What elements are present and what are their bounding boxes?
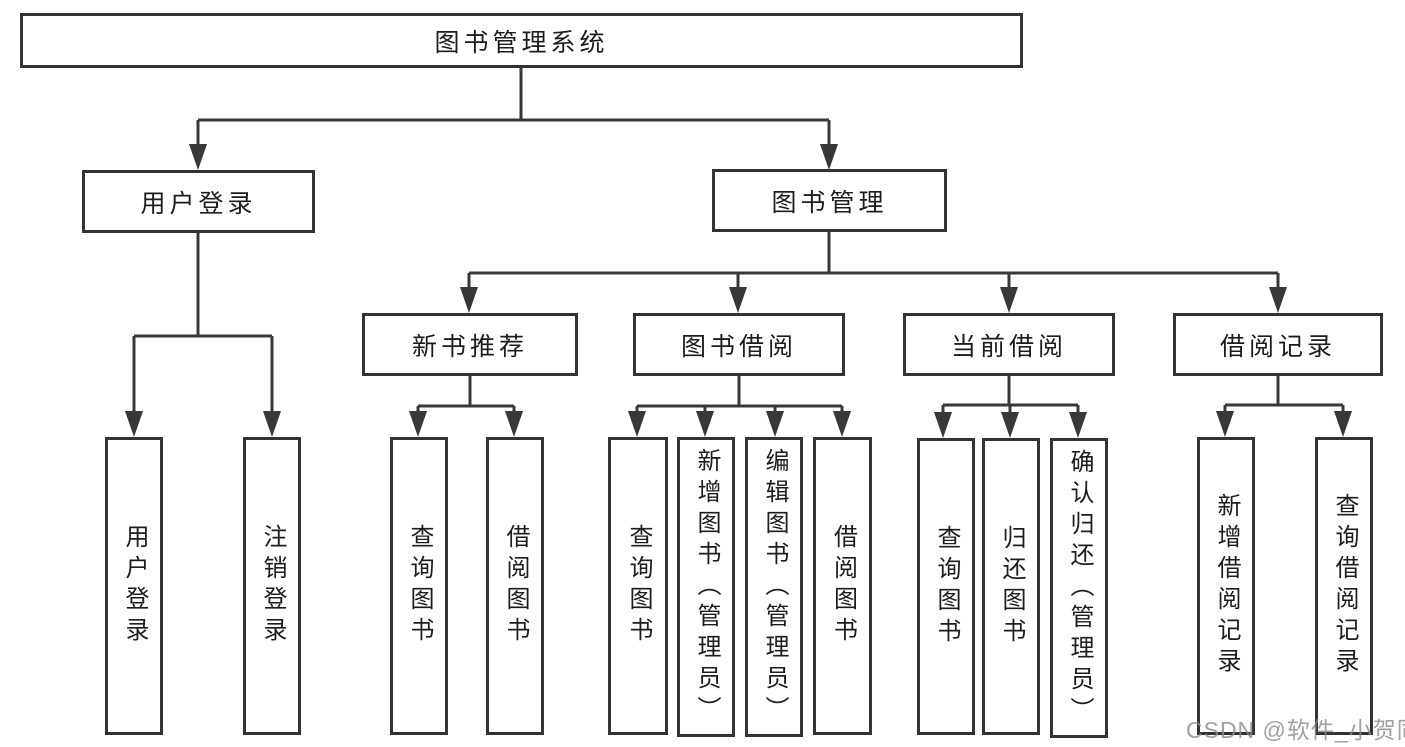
leaf-borrow-borrow-book-label: 借阅图书 (829, 524, 857, 648)
node-root-system: 图书管理系统 (20, 13, 1023, 68)
leaf-borrow-edit-book-admin-label: 编辑图书（管理员） (761, 447, 788, 727)
csdn-watermark: CSDN @软件_小贺同学 (1186, 717, 1405, 743)
arrowhead (1269, 287, 1287, 313)
arrowhead (1000, 287, 1018, 313)
leaf-current-return-book: 归还图书 (982, 438, 1040, 735)
arrowhead (766, 411, 784, 437)
leaf-borrow-query-book-label: 查询图书 (625, 524, 652, 648)
leaf-records-add-record-label: 新增借阅记录 (1213, 493, 1240, 679)
arrowhead (263, 411, 281, 437)
arrowhead (460, 287, 478, 313)
edge-borrow-to-leaves (635, 376, 844, 414)
leaf-recommend-borrow-book: 借阅图书 (486, 437, 544, 735)
leaf-user-login-label: 用户登录 (121, 524, 148, 648)
arrowhead (628, 411, 646, 437)
leaf-borrow-borrow-book: 借阅图书 (813, 437, 872, 735)
leaf-records-query-record-label: 查询借阅记录 (1331, 493, 1358, 679)
edge-current-to-leaves (941, 376, 1080, 414)
leaf-logout: 注销登录 (243, 437, 301, 735)
node-user-login-branch: 用户登录 (82, 170, 315, 233)
arrowhead (1334, 411, 1352, 437)
leaf-current-confirm-return-admin: 确认归还（管理员） (1050, 438, 1108, 738)
edge-recommend-to-leaves (416, 376, 516, 414)
arrowhead (125, 411, 143, 437)
node-book-borrow-label: 图书借阅 (680, 332, 797, 361)
arrowhead (820, 144, 838, 170)
arrowhead (409, 411, 427, 437)
leaf-current-return-book-label: 归还图书 (998, 524, 1025, 649)
leaf-borrow-add-book-admin-label: 新增图书（管理员） (693, 447, 720, 727)
arrowhead (1069, 412, 1087, 438)
leaf-borrow-edit-book-admin: 编辑图书（管理员） (745, 437, 803, 737)
node-new-book-recommend-label: 新书推荐 (411, 332, 528, 361)
leaf-user-login: 用户登录 (105, 437, 163, 735)
leaf-recommend-query-book: 查询图书 (390, 437, 448, 735)
leaf-borrow-query-book: 查询图书 (608, 437, 668, 735)
arrowhead (934, 412, 952, 438)
node-current-borrow: 当前借阅 (903, 313, 1115, 376)
arrowheads (125, 144, 1352, 438)
arrowhead (1216, 411, 1234, 437)
node-book-manage-branch: 图书管理 (712, 169, 947, 232)
leaf-recommend-borrow-book-label: 借阅图书 (502, 524, 529, 648)
leaf-borrow-add-book-admin: 新增图书（管理员） (677, 437, 735, 737)
edge-login-to-leaves (132, 233, 274, 414)
leaf-current-query-book: 查询图书 (917, 438, 975, 735)
arrowhead (729, 287, 747, 313)
node-user-login-branch-label: 用户登录 (140, 189, 257, 218)
leaf-recommend-query-book-label: 查询图书 (406, 524, 433, 648)
leaf-current-confirm-return-admin-label: 确认归还（管理员） (1066, 448, 1093, 728)
leaf-logout-label: 注销登录 (259, 524, 286, 648)
leaf-records-add-record: 新增借阅记录 (1197, 437, 1255, 735)
arrowhead (189, 144, 207, 170)
arrowhead (833, 411, 851, 437)
edge-root-to-level1 (196, 68, 831, 146)
node-borrow-records-label: 借阅记录 (1219, 332, 1336, 361)
node-borrow-records: 借阅记录 (1173, 313, 1383, 376)
node-book-manage-branch-label: 图书管理 (771, 188, 888, 217)
edge-manage-to-level2 (467, 232, 1280, 290)
node-current-borrow-label: 当前借阅 (950, 332, 1067, 361)
arrowhead (1001, 412, 1019, 438)
arrowhead (505, 411, 523, 437)
leaf-records-query-record: 查询借阅记录 (1315, 437, 1373, 735)
node-book-borrow: 图书借阅 (633, 313, 845, 376)
leaf-current-query-book-label: 查询图书 (933, 524, 960, 649)
node-root-system-label: 图书管理系统 (434, 28, 609, 57)
arrowhead (696, 411, 714, 437)
node-new-book-recommend: 新书推荐 (362, 313, 578, 376)
edge-records-to-leaves (1223, 376, 1345, 414)
